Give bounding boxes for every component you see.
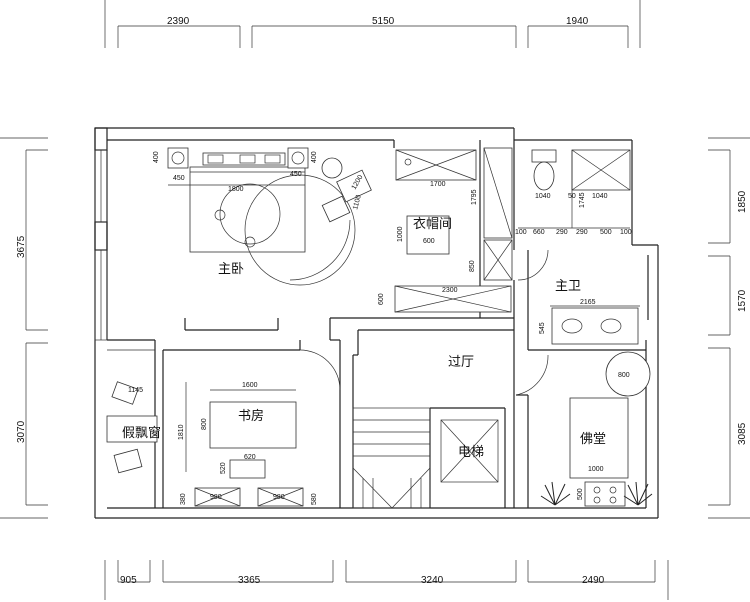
dim-cl-1700: 1700	[430, 181, 446, 188]
dim-ba-545: 545	[539, 322, 546, 334]
dim-ba-1040b: 1040	[592, 193, 608, 200]
plant-icon	[540, 481, 653, 506]
dim-right-2: 1570	[737, 289, 748, 312]
dim-st-520: 520	[220, 462, 227, 474]
dim-left-2: 3070	[16, 420, 27, 443]
dim-st-380: 380	[180, 493, 187, 505]
sink-icon	[561, 318, 622, 334]
room-label-buddha-hall: 佛堂	[580, 431, 606, 446]
dim-bu-500: 500	[577, 488, 584, 500]
master-bath: 主卫 1040 50 1745 1040 100 660 290 290 500…	[515, 149, 640, 345]
master-bedroom: 主卧 400 450 1800 450 400 1200 1100	[94, 147, 372, 341]
dim-st-1600: 1600	[242, 382, 258, 389]
bed	[189, 166, 306, 253]
dim-cl-600b: 600	[378, 293, 385, 305]
dim-st-980b: 980	[273, 494, 285, 501]
study: 书房 1600 1810 800 620 520 380 980 980 580	[178, 349, 341, 507]
room-label-master-bath: 主卫	[555, 278, 581, 293]
dim-ba-100a: 100	[515, 229, 527, 236]
room-label-hall: 过厅	[448, 354, 474, 369]
dim-top-2: 5150	[372, 16, 395, 27]
bay-window: 假飘窗 1145	[106, 349, 161, 474]
dim-ba-500: 500	[600, 229, 612, 236]
dim-chair-1100: 1100	[352, 194, 363, 210]
dim-bottom-2: 3365	[238, 575, 261, 586]
dim-bed-450a: 450	[173, 175, 185, 182]
dim-bed-400b: 400	[311, 151, 318, 163]
room-label-master-bedroom: 主卧	[218, 261, 244, 276]
dim-st-1145: 1145	[128, 387, 143, 394]
sofa-icon	[321, 157, 372, 223]
dim-ba-1040a: 1040	[535, 193, 551, 200]
toilet-icon	[531, 149, 557, 191]
dim-cl-2300: 2300	[442, 287, 458, 294]
room-label-study: 书房	[238, 408, 264, 423]
buddha-hall: 佛堂 800 1000 500	[540, 351, 653, 507]
room-label-cloakroom: 衣帽间	[413, 216, 452, 231]
dim-bottom-3: 3240	[421, 575, 444, 586]
elevator-icon	[440, 419, 499, 483]
dim-right-3: 3085	[737, 422, 748, 445]
dim-bu-1000: 1000	[588, 466, 604, 473]
dim-ba-290a: 290	[556, 229, 568, 236]
dim-cl-1000: 1000	[397, 226, 404, 242]
dim-bed-1800: 1800	[228, 186, 244, 193]
dim-ba-50: 50	[568, 193, 576, 200]
dim-ba-2165: 2165	[580, 299, 596, 306]
dim-bu-800: 800	[618, 372, 630, 379]
dim-ba-100b: 100	[620, 229, 632, 236]
dim-bed-400a: 400	[153, 151, 160, 163]
dim-st-980a: 980	[210, 494, 222, 501]
dim-bottom-1: 905	[120, 575, 137, 586]
dim-cl-850: 850	[469, 260, 476, 272]
dim-ba-660: 660	[533, 229, 545, 236]
dim-cl-600: 600	[423, 238, 435, 245]
dim-left-1: 3675	[16, 235, 27, 258]
dim-st-800: 800	[201, 418, 208, 430]
hall: 过厅	[448, 354, 549, 396]
room-label-elevator: 电梯	[458, 444, 484, 459]
dim-bottom-4: 2490	[582, 575, 605, 586]
dim-st-580: 580	[311, 493, 318, 505]
dim-st-620: 620	[244, 454, 256, 461]
dim-ba-1745: 1745	[579, 192, 586, 208]
dim-right-1: 1850	[737, 190, 748, 213]
dim-top-1: 2390	[167, 16, 190, 27]
stair-icon	[352, 407, 431, 509]
cloakroom: 衣帽间 1700 1795 1000 600 850 2300 600	[378, 147, 513, 313]
dim-bed-450b: 450	[290, 171, 302, 178]
dim-cl-1795: 1795	[471, 189, 478, 205]
dim-ba-290b: 290	[576, 229, 588, 236]
dim-st-1810: 1810	[178, 424, 185, 440]
dim-top-3: 1940	[566, 16, 589, 27]
room-label-bay-window: 假飘窗	[122, 425, 161, 440]
